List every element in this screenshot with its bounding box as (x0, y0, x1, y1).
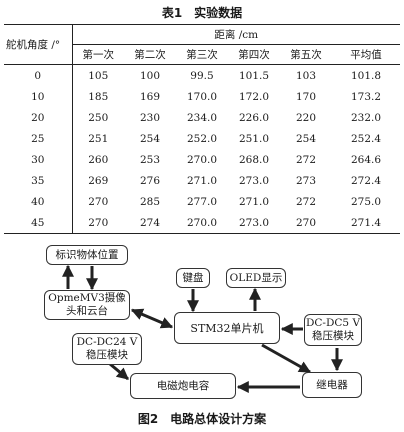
table-row: 35 269 276 271.0 273.0 273 272.4 (4, 170, 400, 191)
angle-cell: 0 (4, 64, 73, 86)
value-cell: 271.0 (186, 174, 218, 187)
value-cell: 270 (280, 212, 332, 234)
value-cell: 285 (139, 195, 161, 208)
value-cell: 272.4 (351, 174, 382, 187)
row-header: 舵机角度 /° (4, 24, 73, 65)
value-cell: 99.5 (190, 69, 214, 82)
value-cell: 232.0 (351, 111, 382, 124)
value-cell: 254 (139, 132, 161, 145)
value-cell: 273.0 (228, 212, 280, 234)
angle-cell: 25 (4, 128, 73, 149)
value-cell: 252.4 (351, 132, 382, 145)
value-cell: 105 (88, 69, 109, 82)
value-cell: 170.0 (186, 90, 218, 103)
value-cell: 270.0 (176, 212, 228, 234)
table-caption: 表1 实验数据 (161, 6, 243, 20)
arrow-dc24-to-capacitor (109, 362, 129, 381)
angle-cell: 30 (4, 149, 73, 170)
value-cell: 254 (295, 132, 317, 145)
value-cell: 270 (72, 212, 124, 234)
column-header: 第五次 (280, 44, 332, 65)
table-row: 40 270 285 277.0 271.0 272 275.0 (4, 191, 400, 212)
capacitor-box: 电磁炮电容 (130, 373, 236, 399)
value-cell: 253 (139, 153, 161, 166)
column-header: 第四次 (228, 44, 280, 65)
value-cell: 268.0 (238, 153, 270, 166)
value-cell: 103 (295, 69, 317, 82)
value-cell: 220 (295, 111, 317, 124)
value-cell: 271.4 (332, 212, 401, 234)
table-row: 0 105 100 99.5 101.5 103 101.8 (4, 64, 400, 86)
value-cell: 270.0 (186, 153, 218, 166)
table-row: 30 260 253 270.0 268.0 272 264.6 (4, 149, 400, 170)
value-cell: 101.8 (351, 69, 382, 82)
value-cell: 272 (295, 195, 317, 208)
data-table: 舵机角度 /° 距离 /cm 第一次第二次第三次第四次第五次平均值 0 105 10… (4, 24, 401, 234)
angle-cell: 40 (4, 191, 73, 212)
value-cell: 264.6 (351, 153, 382, 166)
value-cell: 101.5 (238, 69, 270, 82)
angle-cell: 10 (4, 86, 73, 107)
value-cell: 172.0 (238, 90, 270, 103)
column-header: 第一次 (72, 44, 124, 65)
value-cell: 274 (124, 212, 176, 234)
camera-box: OpmeMV3摄像头和云台 (44, 290, 130, 320)
column-header: 第三次 (176, 44, 228, 65)
value-cell: 234.0 (186, 111, 218, 124)
mcu-box: STM32单片机 (174, 312, 280, 344)
value-cell: 100 (139, 69, 161, 82)
value-cell: 230 (139, 111, 161, 124)
angle-cell: 35 (4, 170, 73, 191)
arrow-mcu-to-relay (261, 343, 312, 374)
value-cell: 260 (88, 153, 109, 166)
value-cell: 273 (295, 174, 317, 187)
value-cell: 272 (295, 153, 317, 166)
relay-box: 继电器 (302, 372, 362, 398)
value-cell: 270 (88, 195, 109, 208)
value-cell: 173.2 (351, 90, 382, 103)
value-cell: 170 (295, 90, 317, 103)
value-cell: 269 (88, 174, 109, 187)
value-cell: 276 (139, 174, 161, 187)
value-cell: 251.0 (238, 132, 270, 145)
value-cell: 169 (139, 90, 161, 103)
table-row: 25 251 254 252.0 251.0 254 252.4 (4, 128, 400, 149)
group-header: 距离 /cm (72, 24, 401, 45)
column-header: 第二次 (124, 44, 176, 65)
value-cell: 277.0 (186, 195, 218, 208)
value-cell: 226.0 (238, 111, 270, 124)
value-cell: 252.0 (186, 132, 218, 145)
value-cell: 271.0 (238, 195, 270, 208)
oled-box: OLED显示 (226, 268, 286, 288)
table-row: 10 185 169 170.0 172.0 170 173.2 (4, 86, 400, 107)
arrow-camera-mcu (130, 308, 174, 329)
value-cell: 185 (88, 90, 109, 103)
value-cell: 275.0 (351, 195, 382, 208)
angle-cell: 20 (4, 107, 73, 128)
column-header: 平均值 (332, 44, 401, 65)
value-cell: 251 (88, 132, 109, 145)
value-cell: 250 (88, 111, 109, 124)
keyboard-box: 键盘 (176, 268, 210, 288)
angle-cell: 45 (4, 212, 73, 234)
table-row: 20 250 230 234.0 226.0 220 232.0 (4, 107, 400, 128)
figure-caption: 图2 电路总体设计方案 (137, 412, 267, 426)
value-cell: 273.0 (238, 174, 270, 187)
mark-position-box: 标识物体位置 (46, 245, 128, 265)
